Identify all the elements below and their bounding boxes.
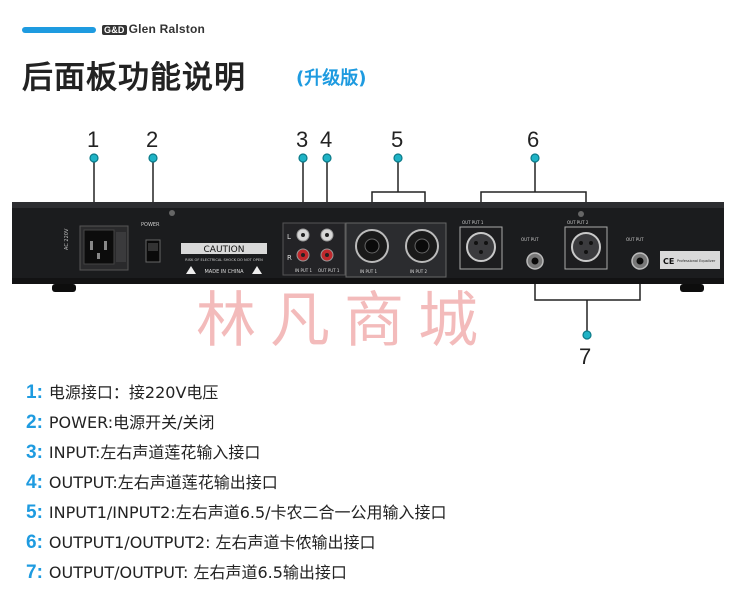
made-in-label: MADE IN CHINA	[204, 269, 244, 275]
input2-label: IN PUT 2	[410, 269, 427, 274]
legend-text: INPUT:左右声道莲花输入接口	[48, 443, 261, 462]
legend-number: 1:	[26, 382, 43, 403]
callout-number-1: 1	[87, 127, 99, 152]
header-accent-bar-short	[80, 27, 96, 33]
caution-note: RISK OF ELECTRICAL SHOCK DO NOT OPEN	[185, 258, 263, 262]
warning-icon	[252, 266, 262, 274]
legend-text: OUTPUT/OUTPUT: 左右声道6.5输出接口	[48, 563, 347, 582]
combo-input-2[interactable]	[405, 229, 439, 263]
legend-text: INPUT1/INPUT2:左右声道6.5/卡农二合一公用输入接口	[48, 503, 447, 522]
rca-output-jacks	[320, 228, 334, 262]
xlr-output-1[interactable]	[459, 226, 503, 270]
legend-number: 3:	[26, 442, 43, 463]
fuse-holder	[116, 232, 126, 262]
jack-output-2[interactable]	[631, 252, 649, 270]
legend-number: 7:	[26, 562, 43, 583]
legend-number: 4:	[26, 472, 43, 493]
legend-item-5: 5: INPUT1/INPUT2:左右声道6.5/卡农二合一公用输入接口	[26, 498, 447, 528]
chassis-top-edge	[12, 202, 724, 208]
rca-right-label: R	[287, 254, 292, 262]
legend-text: POWER:电源开关/关闭	[48, 413, 215, 432]
jack-output2-label: OUT PUT	[626, 237, 644, 242]
foot-left	[52, 284, 76, 292]
chassis-bottom-edge	[12, 278, 724, 284]
legend-text: OUTPUT1/OUTPUT2: 左右声道卡侬输出接口	[48, 533, 376, 552]
rca-in-label: IN PUT 1	[295, 268, 312, 273]
callout-number-5: 5	[391, 127, 403, 152]
legend-item-7: 7: OUTPUT/OUTPUT: 左右声道6.5输出接口	[26, 558, 447, 588]
legend-item-4: 4: OUTPUT:左右声道莲花输出接口	[26, 468, 447, 498]
screw	[578, 211, 584, 217]
callout-number-2: 2	[146, 127, 158, 152]
ac-label: AC 220V	[64, 228, 70, 250]
screw	[169, 210, 175, 216]
legend-item-6: 6: OUTPUT1/OUTPUT2: 左右声道卡侬输出接口	[26, 528, 447, 558]
product-label	[660, 251, 720, 269]
rca-input-jacks	[296, 228, 310, 262]
legend-number: 6:	[26, 532, 43, 553]
product-type-label: Professional Equalizer	[677, 259, 716, 263]
callout-number-6: 6	[527, 127, 539, 152]
brand-mark: G&D	[102, 25, 127, 35]
legend-list: 1: 电源接口：接220V电压 2: POWER:电源开关/关闭 3: INPUT:左…	[26, 378, 447, 588]
power-label: POWER	[141, 222, 160, 228]
legend-text: 电源接口：接220V电压	[48, 383, 219, 402]
rca-panel	[282, 222, 346, 276]
legend-item-1: 1: 电源接口：接220V电压	[26, 378, 447, 408]
legend-item-3: 3: INPUT:左右声道莲花输入接口	[26, 438, 447, 468]
xlr-output2-label: OUT PUT 2	[567, 220, 589, 225]
page-title: 后面板功能说明	[22, 60, 246, 96]
legend-text: OUTPUT:左右声道莲花输出接口	[48, 473, 278, 492]
ce-mark: CE	[663, 257, 674, 266]
ac-pins	[90, 241, 107, 259]
rear-panel-diagram: 1 2 3 4 5 6 7 AC 220V POWER CAUTI	[12, 127, 724, 369]
rca-out-label: OUT PUT 1	[318, 268, 340, 273]
callout-number-3: 3	[296, 127, 308, 152]
callout-number-7: 7	[579, 344, 591, 369]
xlr-output-2[interactable]	[564, 226, 608, 270]
jack-output1-label: OUT PUT	[521, 237, 539, 242]
combo-input-1[interactable]	[355, 229, 389, 263]
caution-box	[181, 243, 267, 254]
jack-output-1[interactable]	[526, 252, 544, 270]
legend-item-2: 2: POWER:电源开关/关闭	[26, 408, 447, 438]
power-switch-rocker	[148, 243, 158, 251]
foot-right	[680, 284, 704, 292]
header-accent-bar	[22, 27, 90, 33]
page-subtitle: (升级版)	[296, 68, 367, 89]
caution-label: CAUTION	[204, 245, 245, 255]
watermark: 林凡商城	[196, 286, 492, 356]
input1-label: IN PUT 1	[360, 269, 377, 274]
legend-number: 2:	[26, 412, 43, 433]
callout-dots	[89, 153, 592, 340]
xlr-output1-label: OUT PUT 1	[462, 220, 484, 225]
callout-number-4: 4	[320, 127, 332, 152]
legend-number: 5:	[26, 502, 43, 523]
brand-name: Glen Ralston	[128, 22, 206, 36]
rca-left-label: L	[287, 233, 291, 241]
warning-icon	[186, 266, 196, 274]
